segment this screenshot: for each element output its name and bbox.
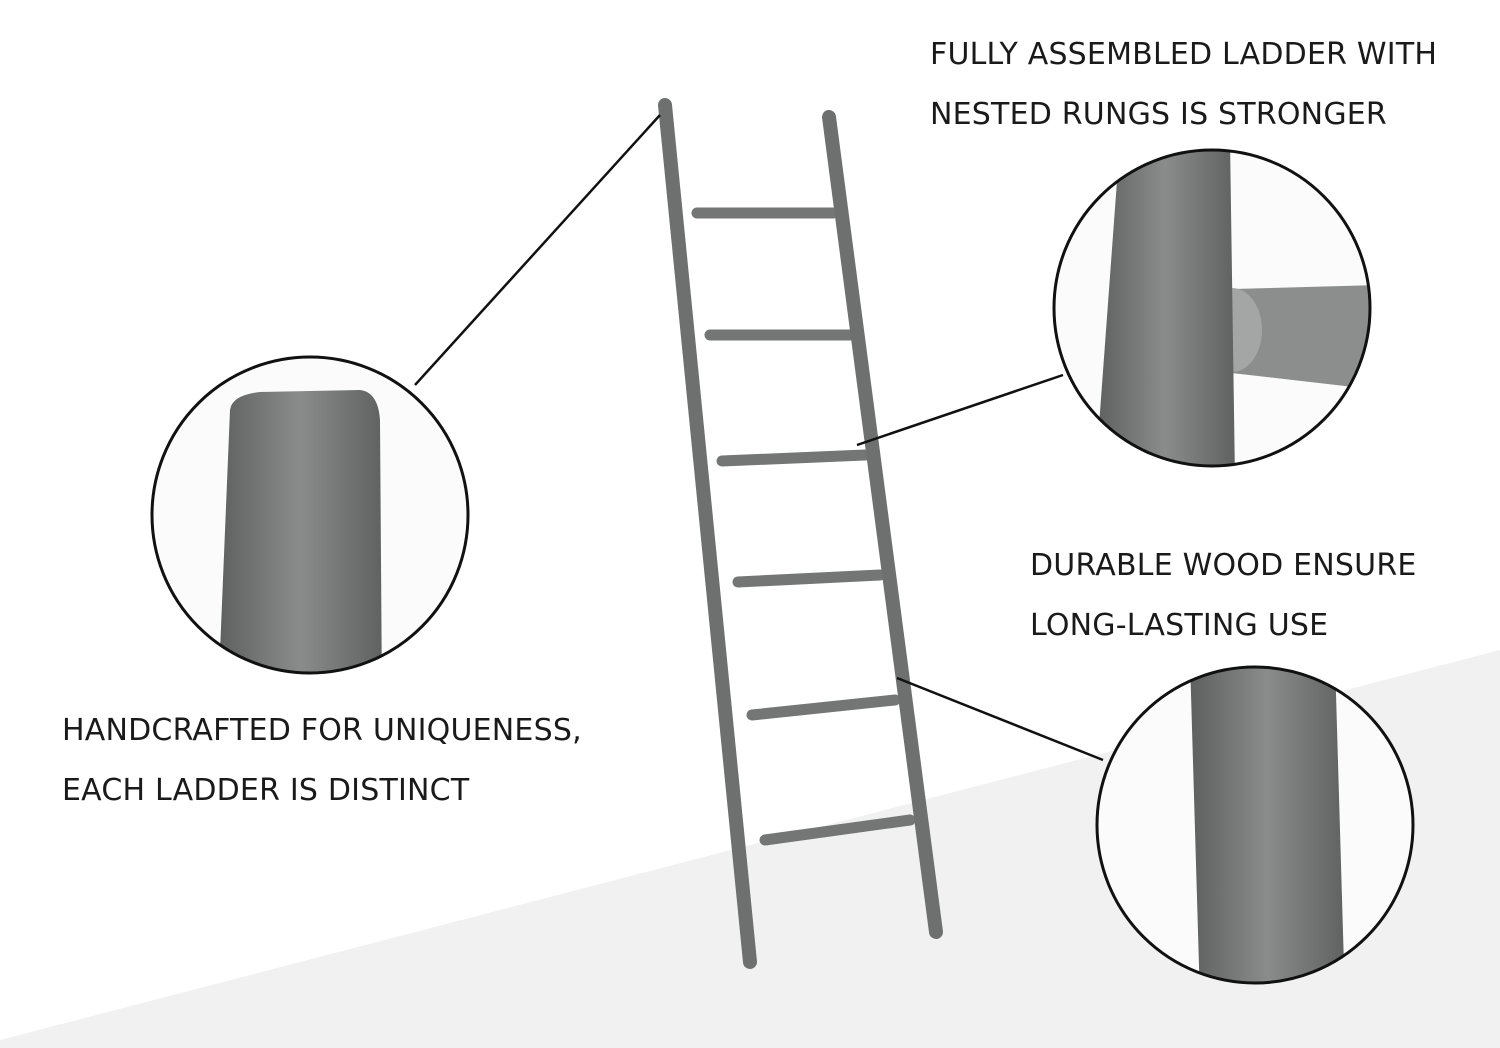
callout-lines [414,114,1104,762]
caption-line: LONG-LASTING USE [1030,608,1329,643]
ladder-rungs [691,207,916,846]
caption-assembled: FULLY ASSEMBLED LADDER WITH NESTED RUNGS… [930,25,1437,145]
caption-line: FULLY ASSEMBLED LADDER WITH [930,37,1438,72]
caption-line: HANDCRAFTED FOR UNIQUENESS, [62,713,582,748]
caption-line: DURABLE WOOD ENSURE [1030,548,1417,583]
detail-circle-rung-joint [1052,148,1372,468]
ladder-rails [658,98,943,969]
caption-durable: DURABLE WOOD ENSURE LONG-LASTING USE [1030,536,1417,656]
caption-handcrafted: HANDCRAFTED FOR UNIQUENESS, EACH LADDER … [62,701,582,821]
caption-line: EACH LADDER IS DISTINCT [62,773,470,808]
detail-circle-rail-top [150,355,470,675]
detail-circle-wood-surface [1095,665,1415,985]
caption-line: NESTED RUNGS IS STRONGER [930,97,1387,132]
